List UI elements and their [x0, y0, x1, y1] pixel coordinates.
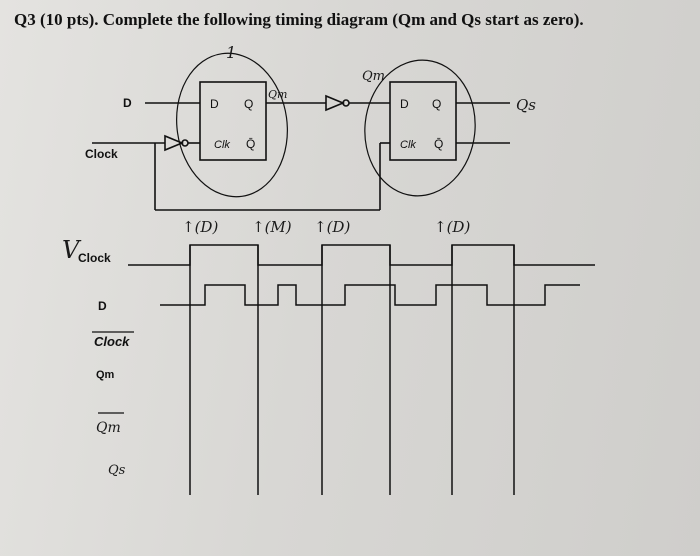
edge-annotation-2: ↑(M) — [252, 218, 292, 236]
hand-master-number: 1 — [226, 43, 236, 62]
timing-label-clock: Clock — [78, 251, 111, 265]
edge-annotation-1: ↑(D) — [182, 218, 218, 236]
d-input-label: D — [123, 96, 132, 110]
timing-label-qm-bar: Qm — [96, 420, 121, 436]
clock-input-label: Clock — [85, 147, 118, 161]
slave-flipflop-box — [389, 81, 457, 161]
master-clk-pin: Clk — [214, 139, 230, 151]
edge-annotation-3: ↑(D) — [314, 218, 350, 236]
master-d-pin: D — [210, 97, 219, 111]
d-waveform — [160, 284, 580, 306]
master-hand-circle — [176, 52, 288, 198]
timing-label-qm: Qm — [96, 369, 115, 381]
slave-d-pin: D — [400, 97, 409, 111]
hand-slave-qm-label: Qm — [362, 69, 385, 84]
clock-waveform — [128, 244, 595, 266]
timing-label-qs: Qs — [108, 463, 126, 478]
master-q-pin: Q — [244, 97, 253, 111]
master-qbar-pin: Q̄ — [246, 137, 255, 151]
slave-qbar-pin: Q̄ — [434, 137, 443, 151]
slave-clk-pin: Clk — [400, 139, 416, 151]
timing-label-d: D — [98, 299, 107, 313]
edge-annotation-4: ↑(D) — [434, 218, 470, 236]
hand-qm-label: Qm — [268, 88, 287, 101]
master-flipflop-box — [199, 81, 267, 161]
qs-output-label: Qs — [516, 96, 536, 114]
slave-q-pin: Q — [432, 97, 441, 111]
slave-hand-circle — [364, 59, 476, 197]
question-text: Q3 (10 pts). Complete the following timi… — [14, 10, 584, 29]
clock-inverter-triangle — [164, 134, 185, 152]
inverter-triangle-1 — [325, 94, 346, 112]
hand-v-mark: V — [62, 236, 82, 264]
timing-label-clock-bar: Clock — [94, 334, 130, 349]
